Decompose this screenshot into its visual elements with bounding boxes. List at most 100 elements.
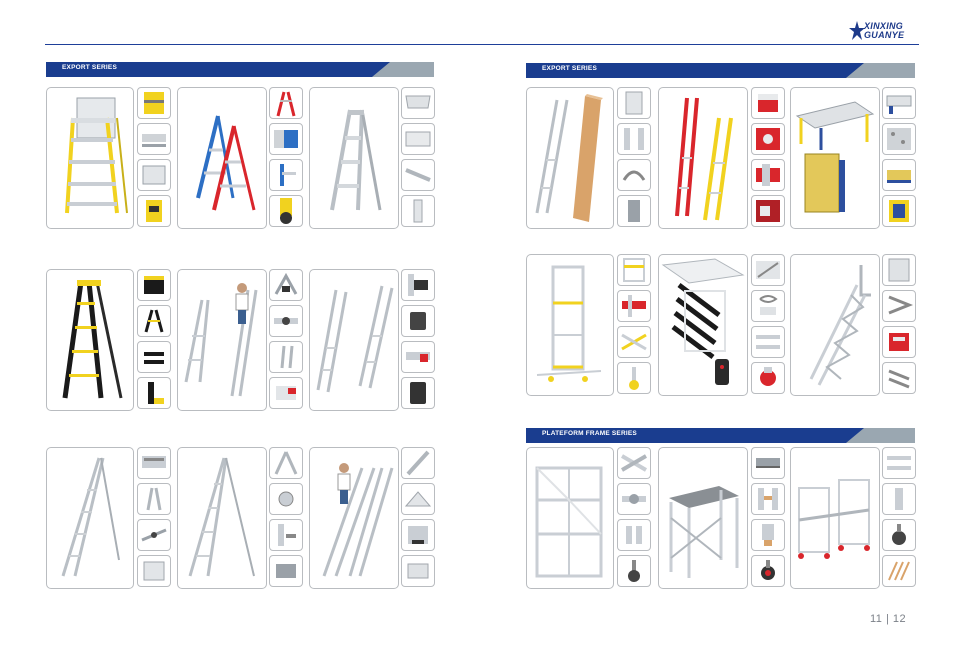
detail-thumbnail (401, 87, 435, 119)
detail-thumbnail (882, 254, 916, 286)
detail-thumbnail (137, 269, 171, 301)
frame-scaffold-image (535, 466, 603, 578)
detail-thumbnail (882, 519, 916, 551)
detail-thumbnail (882, 555, 916, 587)
detail-thumbnail (617, 87, 651, 119)
detail-thumbnail (137, 123, 171, 155)
product-scissor-attic-ladder (790, 254, 880, 396)
detail-thumbnail (617, 290, 651, 322)
orchard-ladder-image (188, 457, 255, 577)
detail-thumbnail (401, 123, 435, 155)
page-number: 11 | 12 (870, 613, 907, 625)
detail-thumbnail (401, 341, 435, 373)
detail-thumbnail (269, 519, 303, 551)
detail-thumbnail (269, 305, 303, 337)
detail-thumbnail (751, 483, 785, 515)
detail-thumbnail (401, 519, 435, 551)
banner-export-series-right: EXPORT SERIES (526, 63, 915, 78)
detail-thumbnail (401, 555, 435, 587)
brand-logo: XINXING GUANYE (848, 20, 918, 42)
detail-thumbnail (137, 447, 171, 479)
detail-thumbnail (617, 123, 651, 155)
aluminum-step-ladder-image (330, 109, 382, 211)
detail-thumbnail (882, 159, 916, 191)
product-tripod-ladder (46, 447, 134, 589)
header-divider (45, 44, 919, 45)
product-frame-scaffold-tower (526, 447, 614, 589)
detail-thumbnail (882, 362, 916, 394)
detail-thumbnail (269, 377, 303, 409)
detail-thumbnail (882, 195, 916, 227)
product-black-fiberglass-step-ladder (46, 269, 134, 411)
detail-thumbnail (269, 483, 303, 515)
detail-thumbnail (882, 123, 916, 155)
detail-thumbnail (137, 377, 171, 409)
detail-thumbnail (401, 195, 435, 227)
star-icon (849, 21, 865, 40)
extension-ladder-with-box-image (535, 94, 603, 222)
detail-thumbnail (882, 290, 916, 322)
detail-thumbnail (882, 87, 916, 119)
detail-thumbnail (269, 555, 303, 587)
banner-export-series-left: EXPORT SERIES (46, 62, 434, 77)
black-step-ladder-image (62, 280, 123, 399)
detail-thumbnail (617, 195, 651, 227)
platform-ladder-image (65, 97, 128, 214)
detail-thumbnail (137, 555, 171, 587)
detail-thumbnail (882, 483, 916, 515)
product-aluminum-step-ladder (309, 87, 399, 229)
detail-thumbnail (401, 483, 435, 515)
detail-thumbnail (751, 254, 785, 286)
detail-thumbnail (751, 555, 785, 587)
detail-thumbnail (882, 447, 916, 479)
detail-thumbnail (401, 269, 435, 301)
detail-thumbnail (401, 305, 435, 337)
multi-purpose-ladder-image (184, 283, 258, 397)
detail-thumbnail (882, 326, 916, 358)
detail-thumbnail (401, 447, 435, 479)
detail-thumbnail (751, 447, 785, 479)
product-multi-purpose-ladder (177, 269, 267, 411)
detail-thumbnail (751, 123, 785, 155)
detail-thumbnail (751, 519, 785, 551)
product-extension-ladders (309, 269, 399, 411)
detail-thumbnail (137, 519, 171, 551)
detail-thumbnail (137, 305, 171, 337)
detail-thumbnail (269, 159, 303, 191)
detail-thumbnail (617, 362, 651, 394)
detail-thumbnail (751, 290, 785, 322)
detail-thumbnail (751, 87, 785, 119)
banner-label: EXPORT SERIES (542, 65, 597, 72)
detail-thumbnail (269, 123, 303, 155)
detail-thumbnail (269, 341, 303, 373)
work-platform-image (795, 101, 875, 213)
product-electric-attic-ladder (658, 254, 748, 396)
detail-thumbnail (617, 519, 651, 551)
detail-thumbnail (617, 254, 651, 286)
product-extension-ladder-packaged (526, 87, 614, 229)
brand-name-line1: XINXING (864, 21, 904, 31)
detail-thumbnail (401, 159, 435, 191)
extension-ladders-image (316, 285, 394, 393)
detail-thumbnail (269, 269, 303, 301)
scaffold-tower-image (536, 265, 602, 382)
detail-thumbnail (751, 195, 785, 227)
product-h-frame-scaffold (658, 447, 748, 589)
detail-thumbnail (269, 447, 303, 479)
detail-thumbnail (617, 483, 651, 515)
detail-thumbnail (751, 362, 785, 394)
product-blue-red-step-ladders (177, 87, 267, 229)
detail-thumbnail (137, 195, 171, 227)
detail-thumbnail (401, 377, 435, 409)
detail-thumbnail (751, 326, 785, 358)
banner-label: EXPORT SERIES (62, 64, 117, 71)
detail-thumbnail (617, 555, 651, 587)
detail-thumbnail (137, 483, 171, 515)
product-folding-mobile-scaffold (790, 447, 880, 589)
detail-thumbnail (269, 195, 303, 227)
step-ladders-image (196, 115, 256, 211)
detail-thumbnail (137, 87, 171, 119)
product-yellow-platform-ladder (46, 87, 134, 229)
product-folding-work-platform (790, 87, 880, 229)
brand-name-line2: GUANYE (864, 30, 905, 40)
